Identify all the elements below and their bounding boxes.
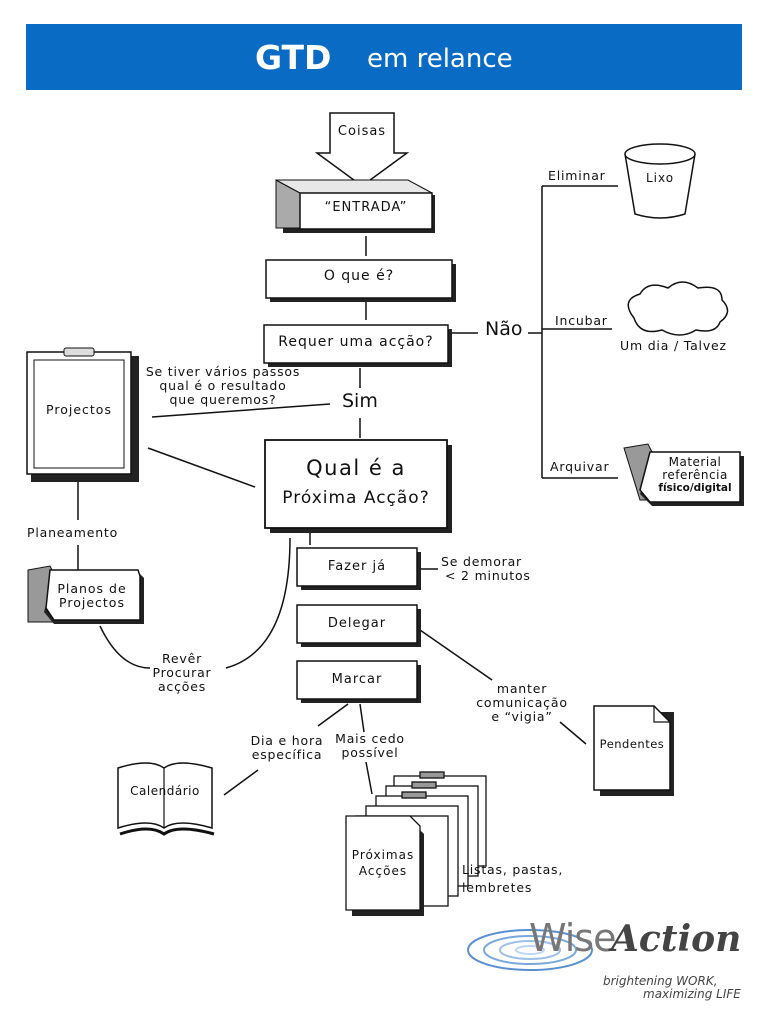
projectos-clipboard	[26, 347, 139, 482]
node-entrada: “ENTRADA”	[324, 200, 408, 215]
node-material-line3: físico/digital	[658, 482, 732, 494]
node-lixo: Lixo	[645, 171, 675, 185]
label-mais-cedo: Mais cedo possível	[328, 732, 412, 760]
label-manter-line3: e “vigia”	[491, 709, 553, 724]
node-requer-accao: Requer uma acção?	[278, 334, 434, 350]
label-rever: Revêr Procurar acções	[144, 652, 220, 694]
label-planeamento: Planeamento	[27, 525, 119, 540]
logo-name-wise: Wise	[529, 916, 616, 960]
connector-passos	[151, 403, 331, 418]
label-demorar: Se demorar < 2 minutos	[441, 555, 531, 583]
node-planos-line1: Planos de	[57, 581, 127, 596]
title: GTD	[255, 38, 332, 77]
node-proximas-line2: Acções	[358, 864, 408, 878]
node-material-line1: Material	[668, 455, 722, 469]
node-proximas: Próximas Acções	[346, 847, 420, 879]
entrada-tray	[275, 179, 435, 233]
label-demorar-line2: < 2 minutos	[445, 568, 531, 583]
connector-planos-rever	[99, 625, 151, 669]
lixo-bin	[624, 143, 696, 219]
connector-cedo-proximas	[365, 761, 373, 795]
node-o-que-e: O que é?	[323, 268, 395, 284]
calendario-book	[117, 762, 215, 836]
box-requer	[263, 324, 452, 367]
label-listas-line2: lembretes	[462, 880, 533, 895]
label-manter-line1: manter	[496, 681, 548, 696]
label-manter-line2: comunicação	[476, 695, 568, 710]
title-banner: GTD em relance	[26, 24, 742, 90]
label-arquivar: Arquivar	[550, 459, 610, 474]
material-folder	[623, 443, 744, 506]
node-marcar: Marcar	[331, 672, 383, 687]
node-material: Material referência físico/digital	[650, 456, 740, 495]
connector-marcar-cedo	[359, 703, 365, 733]
node-planos: Planos de Projectos	[54, 582, 130, 610]
label-rever-line1: Revêr	[161, 651, 203, 666]
label-incubar: Incubar	[555, 313, 608, 328]
logo-name-action: Action	[611, 918, 742, 960]
label-nao: Não	[485, 318, 523, 340]
node-fazer-ja: Fazer já	[327, 559, 387, 574]
cloud-shape	[627, 281, 729, 336]
node-material-line2: referência	[662, 468, 728, 482]
label-dia-hora: Dia e hora específica	[244, 734, 330, 762]
node-planos-line2: Projectos	[59, 595, 125, 610]
label-listas: Listas, pastas, lembretes	[462, 861, 563, 897]
subtitle: em relance	[367, 44, 513, 74]
label-passos-line2: qual é o resultado	[159, 378, 287, 393]
node-pendentes: Pendentes	[599, 737, 665, 751]
label-rever-line3: acções	[157, 679, 207, 694]
label-passos-line3: que queremos?	[169, 392, 277, 407]
planos-folder	[27, 565, 144, 624]
coisas-arrow	[314, 112, 410, 187]
label-dia-line1: Dia e hora	[250, 733, 324, 748]
label-um-dia: Um dia / Talvez	[620, 338, 727, 353]
logo-swirl-icon	[467, 929, 593, 971]
box-delegar	[296, 604, 421, 647]
connector-projectos-qual	[147, 447, 256, 488]
proximas-stack	[345, 771, 487, 916]
logo-tagline-2: maximizing LIFE	[643, 987, 741, 1001]
box-fazer	[296, 547, 421, 590]
logo-tagline-1: brightening WORK,	[603, 974, 718, 988]
pendentes-doc	[593, 705, 674, 796]
label-dia-line2: específica	[251, 747, 323, 762]
connector-delegar-manter	[419, 629, 493, 681]
node-coisas: Coisas	[337, 124, 387, 139]
label-cedo-line1: Mais cedo	[335, 731, 405, 746]
label-cedo-line2: possível	[341, 745, 399, 760]
label-listas-line1: Listas, pastas,	[462, 862, 564, 877]
box-qual	[264, 439, 452, 533]
connector-rever-qual	[225, 537, 291, 669]
node-qual-line1: Qual é a	[306, 456, 406, 480]
label-sim: Sim	[342, 390, 378, 412]
node-projectos: Projectos	[46, 402, 112, 417]
wiseaction-logo: Wise Action brightening WORK, maximizing…	[463, 916, 753, 1008]
label-passos: Se tiver vários passos qual é o resultad…	[140, 365, 306, 407]
node-calendario: Calendário	[130, 784, 200, 798]
label-passos-line1: Se tiver vários passos	[145, 364, 301, 379]
label-demorar-line1: Se demorar	[441, 554, 522, 569]
connector-manter-pendentes	[559, 721, 587, 745]
connector-dia-calendario	[223, 769, 259, 796]
box-marcar	[296, 660, 421, 703]
node-qual-line2: Próxima Acção?	[282, 488, 430, 508]
connector-marcar-dia	[317, 703, 349, 727]
node-delegar: Delegar	[327, 616, 387, 631]
node-proximas-line1: Próximas	[351, 848, 415, 862]
label-manter: manter comunicação e “vigia”	[472, 682, 572, 724]
label-eliminar: Eliminar	[548, 168, 606, 183]
label-rever-line2: Procurar	[152, 665, 212, 680]
box-o-que-e	[265, 259, 456, 302]
